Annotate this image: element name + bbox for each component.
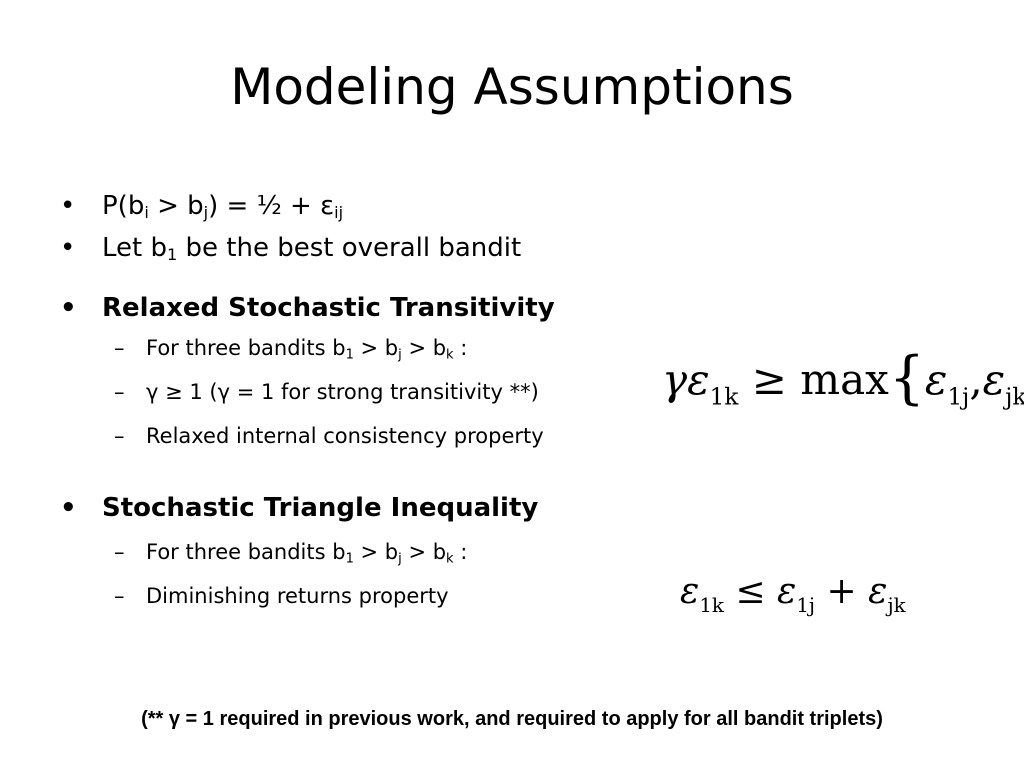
- subitem-consistency: – Relaxed internal consistency property: [60, 422, 660, 450]
- subscript: 1: [167, 245, 178, 265]
- text: γ ≥ 1 (γ = 1 for strong transitivity **): [146, 380, 539, 404]
- subscript: 1: [345, 551, 354, 567]
- text: > b: [148, 191, 204, 221]
- left-brace: {: [888, 345, 925, 411]
- comma: ,: [969, 355, 983, 405]
- epsilon-symbol: ε: [868, 571, 888, 612]
- text: For three bandits b: [146, 540, 346, 564]
- subscript: 1k: [709, 384, 739, 411]
- slide-title: Modeling Assumptions: [230, 58, 794, 116]
- bullet-list: • P(bi > bj) = ½ + εij • Let b1 be the b…: [60, 190, 660, 610]
- subitem-three-bandits: – For three bandits b1 > bj > bk :: [60, 334, 660, 362]
- bullet-triangle-inequality: • Stochastic Triangle Inequality: [60, 492, 660, 524]
- subscript: j: [203, 203, 209, 223]
- plus-symbol: +: [826, 571, 857, 612]
- dash-glyph: –: [114, 584, 125, 608]
- dash-glyph: –: [114, 336, 125, 360]
- dash-glyph: –: [114, 380, 125, 404]
- dash-glyph: –: [114, 540, 125, 564]
- epsilon-symbol: ε: [982, 355, 1006, 405]
- formula-triangle-inequality: ε1k ≤ ε1j + εjk: [680, 574, 906, 616]
- heading: Stochastic Triangle Inequality: [102, 493, 539, 523]
- bullet-glyph: •: [60, 293, 77, 323]
- bullet-relaxed-transitivity: • Relaxed Stochastic Transitivity: [60, 292, 660, 324]
- text: > b: [353, 540, 399, 564]
- subscript: ij: [334, 203, 344, 223]
- text: > b: [353, 336, 399, 360]
- formula-relaxed-transitivity: γε1k ≥ max{ε1j,εjk}: [662, 350, 1024, 410]
- text: :: [453, 540, 468, 564]
- subitem-gamma: – γ ≥ 1 (γ = 1 for strong transitivity *…: [60, 378, 660, 406]
- bullet-glyph: •: [60, 493, 77, 523]
- text: P(b: [102, 191, 145, 221]
- subscript: k: [446, 551, 454, 567]
- text: Relaxed internal consistency property: [146, 424, 544, 448]
- text: :: [453, 336, 468, 360]
- bullet-best-bandit: • Let b1 be the best overall bandit: [60, 232, 660, 264]
- heading: Relaxed Stochastic Transitivity: [102, 293, 555, 323]
- subitem-diminishing: – Diminishing returns property: [60, 582, 660, 610]
- footnote: (** γ = 1 required in previous work, and…: [141, 708, 883, 730]
- text: Let b: [102, 233, 167, 263]
- text: be the best overall bandit: [177, 233, 522, 263]
- subscript: 1: [345, 347, 354, 363]
- epsilon-symbol: ε: [687, 355, 710, 405]
- subscript: 1k: [699, 593, 724, 617]
- epsilon-symbol: ε: [924, 355, 948, 405]
- subscript: j: [398, 347, 402, 363]
- epsilon-symbol: ε: [680, 571, 700, 612]
- geq-symbol: ≥: [751, 355, 787, 405]
- subscript: jk: [887, 593, 906, 617]
- subscript: i: [144, 203, 149, 223]
- leq-symbol: ≤: [735, 571, 766, 612]
- subscript: k: [446, 347, 454, 363]
- bullet-probability: • P(bi > bj) = ½ + εij: [60, 190, 660, 222]
- subitem-three-bandits-2: – For three bandits b1 > bj > bk :: [60, 538, 660, 566]
- max-operator: max: [800, 355, 889, 405]
- epsilon-symbol: ε: [776, 571, 797, 612]
- bullet-glyph: •: [60, 233, 76, 263]
- text: > b: [401, 540, 447, 564]
- subscript: j: [398, 551, 402, 567]
- gamma-symbol: γ: [662, 355, 688, 405]
- subscript: jk: [1005, 384, 1024, 411]
- text: ) = ½ + ε: [208, 191, 335, 221]
- text: For three bandits b: [146, 336, 346, 360]
- dash-glyph: –: [114, 424, 125, 448]
- text: Diminishing returns property: [146, 584, 449, 608]
- subscript: 1j: [947, 384, 970, 411]
- text: > b: [401, 336, 447, 360]
- subscript: 1j: [796, 593, 816, 617]
- bullet-glyph: •: [60, 191, 76, 221]
